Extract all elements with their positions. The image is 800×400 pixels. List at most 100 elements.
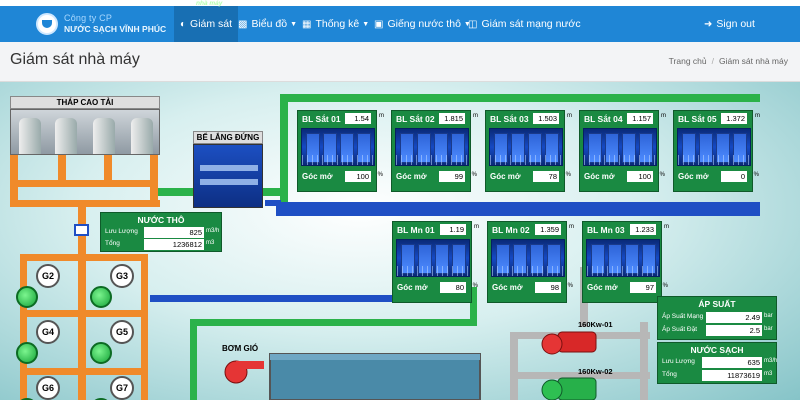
goc-mo-value: 100 bbox=[627, 171, 653, 182]
filter-screen bbox=[586, 239, 660, 277]
nav-bieu-do[interactable]: ▩ Biểu đồ ▼ bbox=[238, 12, 297, 36]
page-header: Giám sát nhà máy Trang chủ / Giám sát nh… bbox=[0, 42, 800, 82]
orange-pipe bbox=[20, 254, 148, 261]
grey-pipe bbox=[640, 322, 648, 400]
nav-gieng-nuoc-tho[interactable]: ▣ Giếng nước thô ▼ bbox=[374, 12, 471, 36]
ap-suat-panel: ÁP SUẤT Áp Suất Mạng 2.49 bar Áp Suất Đặ… bbox=[657, 296, 777, 340]
pump-motor-icon[interactable] bbox=[16, 342, 38, 364]
goc-mo-value: 99 bbox=[439, 171, 465, 182]
pump-label: G7 bbox=[110, 376, 134, 400]
pump-motor-icon[interactable] bbox=[16, 286, 38, 308]
ap-suat-dat-unit: bar bbox=[764, 326, 773, 332]
brand-line1: Công ty CP bbox=[64, 13, 113, 23]
nuoc-tho-flow-label: Lưu Lượng bbox=[105, 228, 138, 235]
nuoc-tho-panel: NƯỚC THÔ Lưu Lượng 825 m3/h Tổng 1236812… bbox=[100, 212, 222, 252]
motor-160kw-02[interactable] bbox=[541, 377, 597, 400]
orange-pipe bbox=[20, 310, 148, 317]
nav-label: Giếng nước thô bbox=[387, 18, 461, 30]
pipe-network bbox=[10, 94, 760, 400]
goc-mo-value: 97 bbox=[630, 282, 656, 293]
map-icon: ◫ bbox=[468, 18, 478, 30]
valve-icon[interactable] bbox=[74, 224, 89, 236]
filter-level-value: 1.54 bbox=[345, 113, 371, 124]
blue-pipe bbox=[265, 200, 281, 206]
filter-level-unit: m bbox=[664, 224, 669, 230]
blue-pipe bbox=[150, 295, 470, 302]
chevron-down-icon: ▼ bbox=[290, 20, 298, 28]
nuoc-tho-flow-value: 825 bbox=[144, 227, 204, 238]
goc-mo-label: Góc mở bbox=[302, 172, 333, 181]
filter-screen bbox=[583, 128, 657, 166]
nav-giam-sat-mang-nuoc[interactable]: ◫ Giám sát mạng nước bbox=[468, 12, 581, 36]
goc-mo-label: Góc mở bbox=[490, 172, 521, 181]
nuoc-tho-total-label: Tổng bbox=[105, 240, 120, 247]
goc-mo-label: Góc mở bbox=[397, 283, 428, 292]
pump-label: G6 bbox=[36, 376, 60, 400]
goc-mo-value: 100 bbox=[345, 171, 371, 182]
orange-pipe bbox=[20, 254, 27, 400]
nav-thong-ke[interactable]: ▦ Thống kê ▼ bbox=[302, 12, 369, 36]
filter-level-value: 1.815 bbox=[439, 113, 465, 124]
filter-name: BL Mn 02 bbox=[492, 225, 530, 235]
orange-pipe bbox=[104, 152, 112, 182]
filter-name: BL Mn 03 bbox=[587, 225, 625, 235]
brand[interactable]: Công ty CP NƯỚC SẠCH VĨNH PHÚC bbox=[0, 6, 175, 42]
breadcrumb-home[interactable]: Trang chủ bbox=[668, 56, 707, 66]
signout-button[interactable]: ➜ Sign out bbox=[704, 12, 755, 36]
ap-suat-dat-label: Áp Suất Đặt bbox=[662, 326, 698, 333]
motor-160kw-01[interactable] bbox=[541, 331, 597, 355]
brand-line2: NƯỚC SẠCH VĨNH PHÚC bbox=[64, 24, 167, 34]
filter-name: BL Mn 01 bbox=[397, 225, 435, 235]
nuoc-sach-flow-value: 635 bbox=[702, 357, 762, 368]
pump-motor-icon[interactable] bbox=[90, 286, 112, 308]
bar-chart-icon: ▩ bbox=[238, 18, 248, 30]
filter-level-unit: m bbox=[567, 113, 572, 119]
motor-01-label: 160Kw-01 bbox=[578, 320, 613, 329]
orange-pipe bbox=[10, 180, 158, 187]
nav-label: Biểu đồ bbox=[251, 18, 288, 30]
filter-screen bbox=[491, 239, 565, 277]
orange-pipe bbox=[141, 254, 148, 400]
air-blower-icon[interactable] bbox=[224, 360, 264, 384]
filter-level-unit: m bbox=[661, 113, 666, 119]
motor-02-label: 160Kw-02 bbox=[578, 367, 613, 376]
orange-pipe bbox=[150, 152, 158, 202]
filter-level-value: 1.359 bbox=[535, 224, 561, 235]
ap-suat-mang-value: 2.49 bbox=[706, 312, 762, 323]
nuoc-sach-total-value: 11873619 bbox=[702, 370, 762, 381]
clean-water-tank bbox=[269, 353, 481, 400]
filter-level-value: 1.503 bbox=[533, 113, 559, 124]
top-navbar: Công ty CP NƯỚC SẠCH VĨNH PHÚC nhà máy ◐… bbox=[0, 0, 800, 42]
nav-label: Giám sát mạng nước bbox=[481, 18, 581, 30]
nuoc-sach-total-unit: m3 bbox=[764, 371, 773, 377]
thap-cao-tai-label: THÁP CAO TẢI bbox=[10, 96, 160, 109]
goc-mo-unit: % bbox=[472, 283, 478, 289]
goc-mo-unit: % bbox=[565, 172, 571, 178]
page-title: Giám sát nhà máy bbox=[10, 51, 140, 68]
goc-mo-label: Góc mở bbox=[678, 172, 709, 181]
nav-giam-sat[interactable]: nhà máy ◐ Giám sát bbox=[174, 0, 239, 42]
filter-level-unit: m bbox=[474, 224, 479, 230]
goc-mo-unit: % bbox=[753, 172, 759, 178]
filter-level-unit: m bbox=[755, 113, 760, 119]
green-pipe bbox=[280, 94, 288, 204]
nuoc-sach-total-label: Tổng bbox=[662, 371, 677, 378]
company-logo-icon bbox=[36, 13, 58, 35]
grey-pipe bbox=[510, 332, 518, 400]
ap-suat-dat-value: 2.5 bbox=[706, 325, 762, 336]
goc-mo-label: Góc mở bbox=[492, 283, 523, 292]
goc-mo-unit: % bbox=[662, 283, 668, 289]
orange-pipe bbox=[10, 152, 18, 202]
pump-label: G3 bbox=[110, 264, 134, 288]
nuoc-sach-flow-label: Lưu Lượng bbox=[662, 358, 695, 365]
pump-motor-icon[interactable] bbox=[90, 342, 112, 364]
nav-badge: nhà máy bbox=[196, 0, 223, 7]
